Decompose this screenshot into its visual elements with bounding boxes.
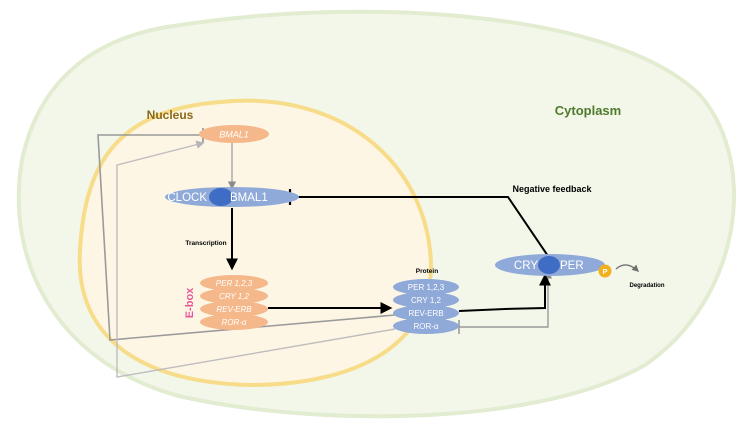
nucleus-label: Nucleus	[147, 108, 194, 122]
protein-title: Protein	[416, 268, 438, 275]
reverb-gene-node	[200, 301, 268, 317]
degradation-label: Degradation	[629, 283, 664, 289]
ror-cry-inhibition-line	[459, 270, 553, 328]
bmal1-gene-label: BMAL1	[219, 130, 249, 140]
cry-per-joint	[538, 256, 560, 274]
cry-label: CRY	[514, 260, 538, 272]
degradation-arrow	[615, 264, 640, 272]
reverb-gene-label: REV-ERB	[216, 305, 252, 314]
cry-protein-label: CRY 1,2	[411, 296, 441, 305]
per-label: PER	[560, 260, 584, 272]
cry-gene-node	[200, 288, 268, 304]
target-gene-stack: PER 1,2,3 CRY 1,2 REV-ERB ROR-α	[200, 275, 268, 330]
ror-protein-label: ROR-α	[413, 322, 438, 331]
transcription-label: Transcription	[185, 240, 226, 247]
clock-bmal1-joint	[209, 188, 233, 206]
per-gene-node	[200, 275, 268, 291]
cry-protein-node	[393, 292, 459, 308]
protein-to-cryper-arrow	[458, 273, 551, 312]
nucleus-membrane	[77, 98, 433, 388]
ror-gene-label: ROR-α	[221, 318, 246, 327]
cry-gene-label: CRY 1,2	[219, 292, 249, 301]
ror-activation-line	[116, 140, 396, 378]
negative-feedback-line	[290, 196, 549, 257]
ebox-label: E-box	[184, 287, 196, 318]
per-protein-label: PER 1,2,3	[408, 283, 445, 292]
protein-stack: PER 1,2,3 CRY 1,2 REV-ERB ROR-α	[393, 279, 459, 334]
phosphate-label: P	[602, 267, 607, 276]
clock-label: CLOCK	[167, 192, 207, 204]
bmal1-gene-node	[199, 125, 269, 143]
negative-feedback-label: Negative feedback	[512, 184, 592, 194]
reverb-protein-node	[393, 305, 459, 321]
reverb-protein-label: REV-ERB	[408, 309, 443, 318]
phosphate-badge	[598, 264, 612, 278]
ror-protein-node	[393, 318, 459, 334]
ror-gene-node	[200, 314, 268, 330]
complex-bmal1-label: BMAL1	[230, 192, 268, 204]
per-gene-label: PER 1,2,3	[216, 279, 253, 288]
cytoplasm-label: Cytoplasm	[555, 103, 621, 118]
per-protein-node	[393, 279, 459, 295]
